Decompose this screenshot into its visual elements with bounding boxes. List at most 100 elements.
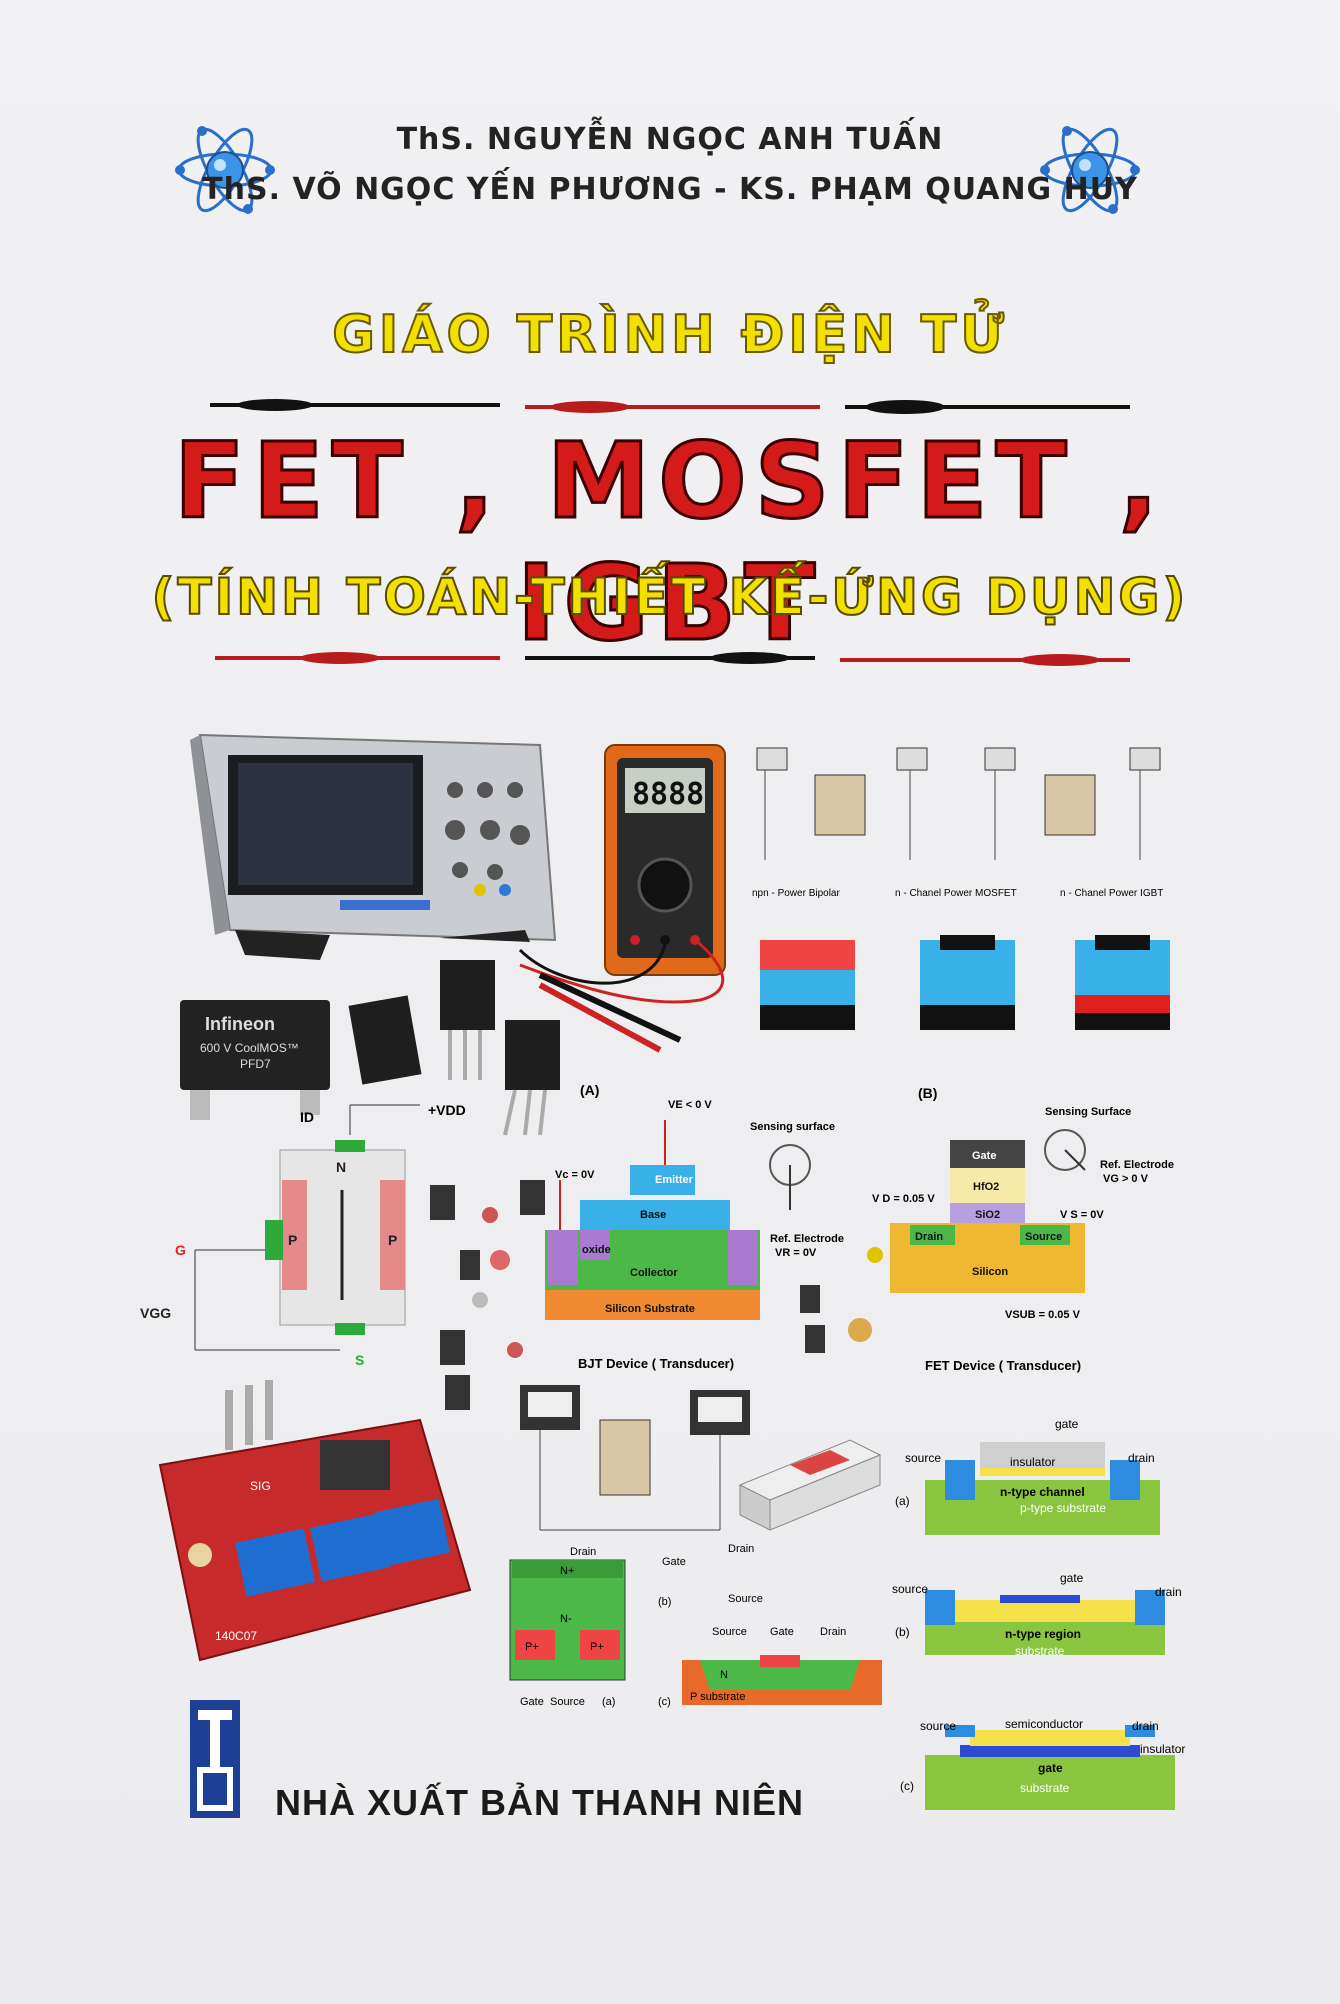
fet-hfo2: HfO2 [973, 1181, 999, 1193]
mos-source-b: Source [728, 1593, 763, 1605]
chip-line-2: PFD7 [240, 1057, 271, 1071]
tft-a-drain: drain [1128, 1451, 1155, 1465]
mos-gate-a: Gate [520, 1696, 544, 1708]
board-sig: SIG [250, 1479, 271, 1493]
publisher-name: NHÀ XUẤT BẢN THANH NIÊN [275, 1782, 804, 1823]
bjt-ref: Ref. Electrode [770, 1233, 844, 1245]
power-module-images [348, 960, 560, 1136]
bjt-base: Base [640, 1209, 666, 1221]
tft-c-source: source [920, 1719, 956, 1733]
jfet-id: ID [300, 1109, 314, 1125]
tft-b-region: n-type region [1005, 1627, 1081, 1641]
probe-divider-bottom [215, 652, 1130, 666]
multimeter-display: 8888 [632, 777, 704, 812]
infineon-chip-image: Infineon 600 V CoolMOS™ PFD7 [180, 1000, 330, 1120]
fet-gate: Gate [972, 1150, 996, 1162]
section-a-label: (A) [580, 1082, 599, 1098]
fet-sio2: SiO2 [975, 1209, 1000, 1221]
mos-source-c: Source [712, 1626, 747, 1638]
jfet-vdd: +VDD [428, 1102, 466, 1118]
chip-brand: Infineon [205, 1014, 275, 1034]
bjt-transducer-diagram: VE < 0 V Vc = 0V Sensing surface Emitter… [545, 1099, 844, 1371]
caption-mosfet: n - Chanel Power MOSFET [895, 888, 1017, 899]
tft-b-gate: gate [1060, 1571, 1084, 1585]
author-line-1: ThS. NGUYỄN NGỌC ANH TUẤN [396, 122, 944, 157]
probe-divider-top [210, 399, 1130, 414]
mos-n-c: N [720, 1669, 728, 1681]
book-title: FET , MOSFET , IGBT [172, 419, 1167, 666]
caption-npn: npn - Power Bipolar [752, 888, 840, 899]
mos-drain-b: Drain [728, 1543, 754, 1555]
author-line-2: ThS. VÕ NGỌC YẾN PHƯƠNG - KS. PHẠM QUANG… [202, 172, 1138, 207]
fet-caption: FET Device ( Transducer) [925, 1358, 1081, 1373]
tft-a-substrate: p-type substrate [1020, 1501, 1106, 1515]
bjt-ref-v: VR = 0V [775, 1247, 817, 1259]
tft-c-semi: semiconductor [1005, 1717, 1083, 1731]
bjt-substrate: Silicon Substrate [605, 1303, 695, 1315]
fet-drain: Drain [915, 1231, 943, 1243]
transistor-components [430, 1180, 883, 1410]
board-model: 140C07 [215, 1629, 257, 1643]
fet-source: Source [1025, 1231, 1062, 1243]
bjt-collector: Collector [630, 1267, 678, 1279]
tft-b-drain: drain [1155, 1585, 1182, 1599]
mos-nminus: N- [560, 1613, 572, 1625]
mos-source-a: Source [550, 1696, 585, 1708]
bjt-oxide: oxide [582, 1244, 611, 1256]
mos-pplus-right: P+ [590, 1641, 604, 1653]
jfet-p-left: P [288, 1232, 297, 1248]
tft-a-gate: gate [1055, 1417, 1079, 1431]
mos-nplus: N+ [560, 1565, 574, 1577]
tft-a-channel: n-type channel [1000, 1485, 1085, 1499]
publisher-logo [190, 1700, 240, 1818]
fet-vsub: VSUB = 0.05 V [1005, 1309, 1081, 1321]
mos-drain: Drain [570, 1546, 596, 1558]
tft-b-tag: (b) [895, 1625, 910, 1639]
tft-b-source: source [892, 1582, 928, 1596]
tft-a-tag: (a) [895, 1494, 910, 1508]
bjt-caption: BJT Device ( Transducer) [578, 1356, 734, 1371]
mos-drain-c: Drain [820, 1626, 846, 1638]
mos-module-board: SIG 140C07 [158, 1380, 472, 1662]
mos-gate-b: Gate [662, 1556, 686, 1568]
gate-slab-3d [738, 1439, 882, 1531]
tft-c-insulator: insulator [1140, 1742, 1185, 1756]
tft-a-insulator: insulator [1010, 1455, 1055, 1469]
mosfet-cross-sections: Drain N+ N- P+ P+ Gate Source (a) Gate D… [509, 1543, 882, 1708]
mos-psub: P substrate [690, 1691, 745, 1703]
fet-sensing: Sensing Surface [1045, 1106, 1131, 1118]
device-structure-diagrams: npn - Power Bipolar n - Chanel Power MOS… [580, 747, 1170, 1101]
book-subtitle: (TÍNH TOÁN-THIẾT KẾ-ỨNG DỤNG) [151, 567, 1189, 627]
tft-a-source: source [905, 1451, 941, 1465]
jfet-diagram: +VDD ID P P N G VGG S [140, 1102, 466, 1368]
mos-pplus-left: P+ [525, 1641, 539, 1653]
mos-label-c: (c) [658, 1696, 671, 1708]
tft-c-drain: drain [1132, 1719, 1159, 1733]
caption-igbt: n - Chanel Power IGBT [1060, 888, 1163, 899]
tft-c-tag: (c) [900, 1779, 914, 1793]
oscilloscope-image [190, 733, 557, 960]
multimeter-image: 8888 [518, 744, 726, 1053]
tft-c-gate: gate [1038, 1761, 1063, 1775]
fet-silicon: Silicon [972, 1266, 1008, 1278]
mos-label-b: (b) [658, 1596, 671, 1608]
atom-icon-left [175, 126, 275, 214]
mos-label-a: (a) [602, 1696, 615, 1708]
jfet-g: G [175, 1242, 186, 1258]
meter-circuit [520, 1385, 750, 1531]
series-title: GIÁO TRÌNH ĐIỆN TỬ [331, 304, 1008, 366]
bjt-vc: Vc = 0V [555, 1169, 595, 1181]
bjt-emitter: Emitter [655, 1174, 694, 1186]
jfet-vgg: VGG [140, 1305, 171, 1321]
jfet-p-right: P [388, 1232, 397, 1248]
fet-vd: V D = 0.05 V [872, 1193, 935, 1205]
tft-structures: (a) gate source drain insulator n-type c… [892, 1417, 1185, 1810]
mos-gate-c: Gate [770, 1626, 794, 1638]
bjt-sensing: Sensing surface [750, 1121, 835, 1133]
jfet-n: N [336, 1159, 346, 1175]
bjt-ve: VE < 0 V [668, 1099, 712, 1111]
chip-line-1: 600 V CoolMOS™ [200, 1041, 299, 1055]
section-b-label: (B) [918, 1085, 937, 1101]
